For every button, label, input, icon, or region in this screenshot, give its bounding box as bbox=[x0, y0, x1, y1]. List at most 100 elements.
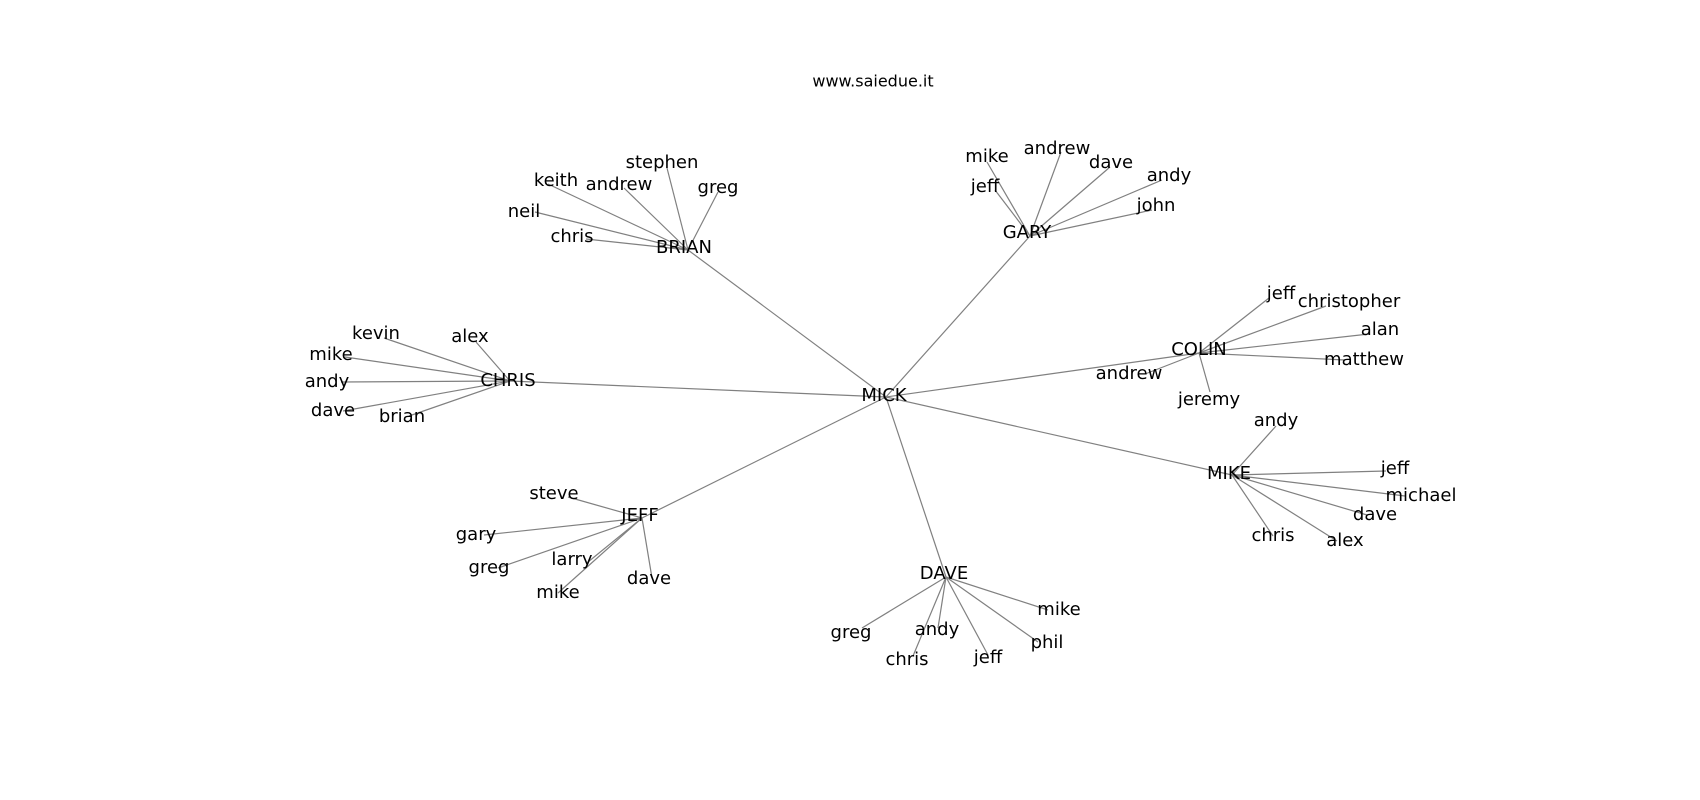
node-chris-dave: dave bbox=[311, 400, 355, 421]
node-jeff-mike: mike bbox=[536, 582, 579, 603]
node-jeff-larry: larry bbox=[551, 549, 593, 570]
edge-colin-child-3 bbox=[1198, 352, 1346, 361]
edge-jeff-child-1 bbox=[483, 517, 643, 536]
edge-brian-child-3 bbox=[687, 191, 719, 251]
node-colin-jeremy: jeremy bbox=[1177, 389, 1241, 410]
edge-gary-child-4 bbox=[994, 189, 1031, 237]
edge-brian-child-2 bbox=[623, 187, 689, 251]
edge-dave-child-2 bbox=[937, 576, 947, 629]
edge-colin-child-2 bbox=[1198, 333, 1370, 354]
node-dave-chris: chris bbox=[885, 649, 928, 670]
edge-brian-child-5 bbox=[585, 238, 689, 251]
node-mike-alex: alex bbox=[1326, 530, 1364, 551]
edge-jeff-child-5 bbox=[641, 517, 653, 579]
edge-gary-child-0 bbox=[986, 161, 1031, 237]
edge-mick-gary bbox=[885, 235, 1031, 398]
edge-dave-child-0 bbox=[945, 576, 1049, 611]
node-gary-andy: andy bbox=[1147, 165, 1192, 186]
node-chris: CHRIS bbox=[480, 370, 535, 391]
node-colin-christopher: christopher bbox=[1298, 291, 1401, 312]
edge-chris-child-5 bbox=[408, 380, 511, 417]
watermark: www.saiedue.it bbox=[812, 72, 933, 91]
edge-mick-colin bbox=[885, 352, 1200, 398]
edge-mike-child-3 bbox=[1231, 474, 1368, 516]
edge-colin-child-4 bbox=[1144, 352, 1200, 375]
edge-mike-child-0 bbox=[1231, 425, 1277, 476]
edge-dave-child-4 bbox=[912, 576, 947, 657]
edge-chris-child-4 bbox=[342, 380, 511, 412]
node-mike-dave: dave bbox=[1353, 504, 1397, 525]
node-brian-greg: greg bbox=[698, 177, 739, 198]
node-mike-chris: chris bbox=[1251, 525, 1294, 546]
node-chris-mike: mike bbox=[309, 344, 352, 365]
edge-chris-child-2 bbox=[344, 356, 511, 382]
node-dave-jeff: jeff bbox=[973, 647, 1003, 668]
edge-mick-dave bbox=[885, 396, 947, 578]
node-brian-chris: chris bbox=[550, 226, 593, 247]
node-brian-stephen: stephen bbox=[626, 152, 699, 173]
node-jeff-greg: greg bbox=[469, 557, 510, 578]
edge-chris-child-0 bbox=[383, 337, 511, 382]
edge-gary-child-1 bbox=[1029, 151, 1062, 237]
node-gary-dave: dave bbox=[1089, 152, 1133, 173]
edge-brian-child-1 bbox=[547, 183, 689, 251]
edge-jeff-child-4 bbox=[557, 517, 643, 594]
edge-chris-child-1 bbox=[475, 341, 511, 382]
node-jeff-steve: steve bbox=[529, 483, 578, 504]
edge-gary-child-2 bbox=[1029, 166, 1111, 237]
node-jeff-gary: gary bbox=[456, 524, 497, 545]
edge-jeff-child-2 bbox=[497, 517, 643, 569]
node-gary-andrew: andrew bbox=[1024, 138, 1091, 159]
edge-mike-child-2 bbox=[1231, 474, 1406, 497]
edge-colin-child-5 bbox=[1198, 352, 1211, 393]
edge-gary-child-3 bbox=[1029, 179, 1163, 237]
edge-brian-child-0 bbox=[666, 167, 689, 251]
edge-brian-child-4 bbox=[534, 211, 689, 251]
node-gary: GARY bbox=[1003, 222, 1053, 243]
node-gary-john: john bbox=[1136, 195, 1176, 216]
node-mick: MICK bbox=[861, 385, 907, 406]
edge-colin-child-1 bbox=[1198, 305, 1327, 354]
node-gary-jeff: jeff bbox=[970, 176, 1000, 197]
edges bbox=[340, 151, 1406, 657]
node-chris-andy: andy bbox=[305, 371, 350, 392]
edge-mike-child-5 bbox=[1231, 474, 1338, 542]
edge-jeff-child-0 bbox=[567, 496, 643, 519]
node-jeff-dave: dave bbox=[627, 568, 671, 589]
node-chris-alex: alex bbox=[451, 326, 489, 347]
edge-mike-child-4 bbox=[1231, 474, 1274, 537]
edge-dave-child-3 bbox=[945, 576, 1039, 643]
node-mike: MIKE bbox=[1207, 463, 1251, 484]
node-brian: BRIAN bbox=[656, 237, 712, 258]
node-mike-andy: andy bbox=[1254, 410, 1299, 431]
edge-mick-mike bbox=[885, 396, 1233, 476]
node-brian-keith: keith bbox=[534, 170, 578, 191]
node-colin-andrew: andrew bbox=[1096, 363, 1163, 384]
node-colin-matthew: matthew bbox=[1324, 349, 1404, 370]
node-brian-andrew: andrew bbox=[586, 174, 653, 195]
edge-mike-child-1 bbox=[1231, 470, 1387, 476]
node-jeff: JEFF bbox=[620, 505, 658, 526]
node-colin: COLIN bbox=[1171, 339, 1227, 360]
node-dave-greg: greg bbox=[831, 622, 872, 643]
node-dave-phil: phil bbox=[1031, 632, 1064, 653]
edge-colin-child-0 bbox=[1198, 297, 1270, 354]
node-brian-neil: neil bbox=[508, 201, 540, 222]
node-dave-mike: mike bbox=[1037, 599, 1080, 620]
node-colin-jeff: jeff bbox=[1266, 283, 1296, 304]
node-chris-brian: brian bbox=[379, 406, 425, 427]
edge-chris-child-3 bbox=[340, 380, 511, 383]
edge-gary-child-5 bbox=[1029, 209, 1153, 237]
node-colin-alan: alan bbox=[1361, 319, 1399, 340]
node-dave-andy: andy bbox=[915, 619, 960, 640]
node-gary-mike: mike bbox=[965, 146, 1008, 167]
node-chris-kevin: kevin bbox=[352, 323, 400, 344]
edge-dave-child-5 bbox=[945, 576, 989, 656]
edge-mick-brian bbox=[687, 249, 887, 398]
edge-mick-chris bbox=[509, 380, 887, 398]
edge-mick-jeff bbox=[641, 396, 887, 519]
node-mike-jeff: jeff bbox=[1380, 458, 1410, 479]
edge-dave-child-1 bbox=[861, 576, 947, 629]
node-mike-michael: michael bbox=[1386, 485, 1457, 506]
